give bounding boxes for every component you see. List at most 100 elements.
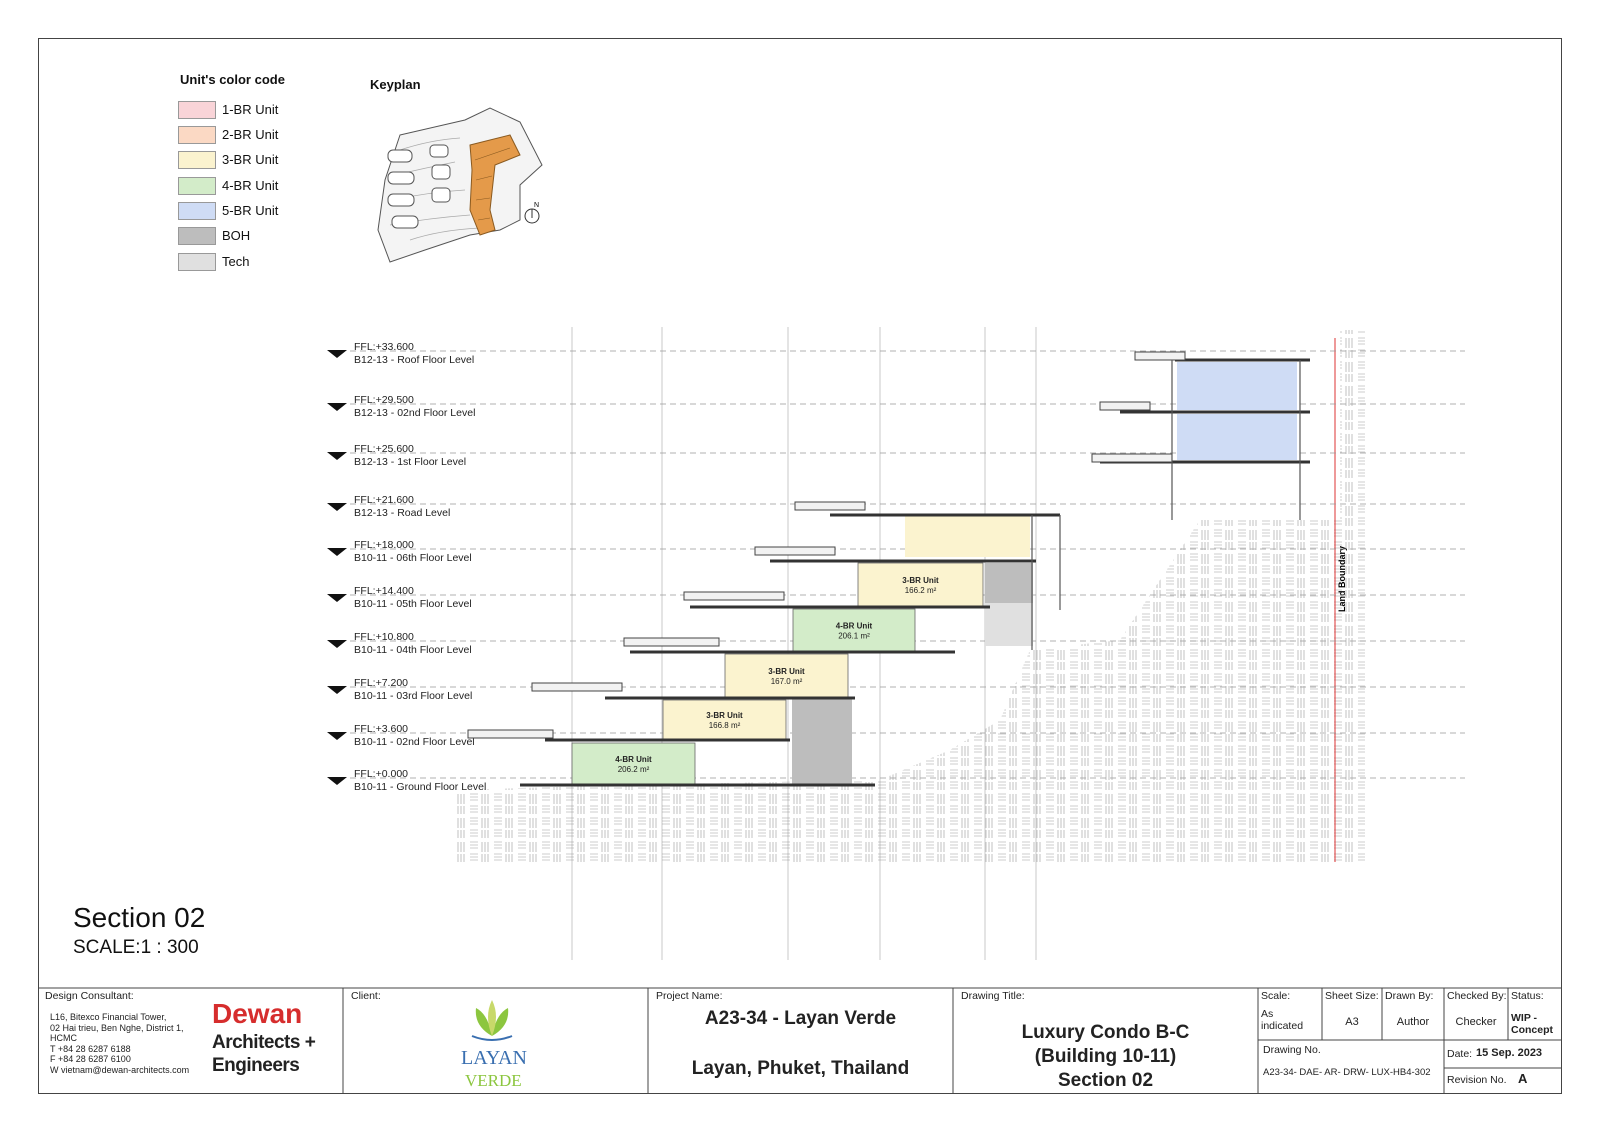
level-name: B10-11 - 03rd Floor Level xyxy=(354,690,472,702)
tech-area xyxy=(985,603,1033,646)
level-name: B12-13 - 1st Floor Level xyxy=(354,456,466,468)
level-ffl: FFL:+10.800 xyxy=(354,631,414,643)
legend-label: Tech xyxy=(222,254,250,269)
unit-fill xyxy=(571,742,696,786)
drawing-title-line-3: Section 02 xyxy=(1057,1070,1154,1091)
level-ffl: FFL:+21.600 xyxy=(354,494,414,506)
project-name-label: Project Name: xyxy=(656,990,723,1002)
level-name: B10-11 - 05th Floor Level xyxy=(354,598,472,610)
date-label: Date: xyxy=(1447,1048,1473,1060)
revision-value: A xyxy=(1518,1071,1528,1086)
balcony-canopies xyxy=(467,351,1186,739)
legend-swatch xyxy=(178,101,216,119)
address-line-2: 02 Hai trieu, Ben Nghe, District 1, xyxy=(50,1022,184,1033)
level-triangle-icon xyxy=(327,548,347,556)
boh-area xyxy=(792,698,852,785)
level-triangle-icon xyxy=(327,403,347,411)
level-name: B10-11 - 06th Floor Level xyxy=(354,552,472,564)
level-triangle-icon xyxy=(327,640,347,648)
floor-slabs xyxy=(520,358,1310,787)
revision-label: Revision No. xyxy=(1447,1074,1507,1086)
drawing-title-line-2: (Building 10-11) xyxy=(1034,1046,1177,1067)
level-triangle-icon xyxy=(327,452,347,460)
5br-unit-upper xyxy=(1177,362,1297,410)
unit-area: 167.0 m² xyxy=(771,677,803,686)
legend-item: 1-BR Unit xyxy=(178,101,318,120)
drawing-title-label: Drawing Title: xyxy=(961,990,1025,1002)
columns xyxy=(1031,360,1301,650)
dewan-logo: Dewan xyxy=(212,998,303,1029)
drawing-no-value: A23-34- DAE- AR- DRW- LUX-HB4-302 xyxy=(1263,1067,1431,1078)
legend-label: 1-BR Unit xyxy=(222,102,279,117)
legend-swatch xyxy=(178,151,216,169)
level-name: B10-11 - 02nd Floor Level xyxy=(354,736,475,748)
level-ffl: FFL:+29.500 xyxy=(354,394,414,406)
sheet-size-label: Sheet Size: xyxy=(1325,990,1379,1002)
ground-hatch xyxy=(455,330,1365,862)
north-arrow-label: N xyxy=(534,202,539,209)
drawing-sheet-border xyxy=(38,38,1562,1094)
5br-unit-lower xyxy=(1177,414,1297,460)
dewan-logo-line2: Architects + xyxy=(212,1032,316,1053)
unit-area: 206.2 m² xyxy=(618,765,650,774)
unit-type: 4-BR Unit xyxy=(836,622,873,631)
legend-item: 5-BR Unit xyxy=(178,202,318,221)
level-name: B10-11 - 04th Floor Level xyxy=(354,644,472,656)
address-line-3: HCMC xyxy=(50,1033,77,1043)
level-ffl: FFL:+0.000 xyxy=(354,768,408,780)
unit-area: 206.1 m² xyxy=(838,632,870,641)
client-logo-text-2: VERDE xyxy=(465,1071,522,1090)
scale-label: Scale: xyxy=(1261,990,1291,1002)
section-scale: SCALE:1 : 300 xyxy=(73,937,199,958)
legend-item: 3-BR Unit xyxy=(178,151,318,170)
sheet-size-value: A3 xyxy=(1345,1016,1359,1028)
address-line-1: L16, Bitexco Financial Tower, xyxy=(50,1012,167,1022)
legend-swatch xyxy=(178,177,216,195)
checked-by-value: Checker xyxy=(1455,1016,1497,1028)
level-triangle-icon xyxy=(327,350,347,358)
drawing-no-label: Drawing No. xyxy=(1263,1044,1321,1056)
legend-label: 4-BR Unit xyxy=(222,178,279,193)
legend-item: 4-BR Unit xyxy=(178,177,318,196)
dewan-logo-line3: Engineers xyxy=(212,1055,300,1076)
consultant-address: L16, Bitexco Financial Tower, 02 Hai tri… xyxy=(50,1012,189,1075)
unit-fill xyxy=(724,653,849,699)
phone-f: F +84 28 6287 6100 xyxy=(50,1054,131,1064)
level-ffl: FFL:+25.600 xyxy=(354,443,414,455)
unit-type: 3-BR Unit xyxy=(768,667,805,676)
legend-label: BOH xyxy=(222,228,251,243)
legend-item: Tech xyxy=(178,253,318,272)
phone-t: T +84 28 6287 6188 xyxy=(50,1043,131,1054)
project-name: A23-34 - Layan Verde xyxy=(704,1008,897,1029)
level-ffl: FFL:+14.400 xyxy=(354,585,414,597)
level-triangle-icon xyxy=(327,732,347,740)
unit-type: 3-BR Unit xyxy=(902,576,939,585)
status-value: WIP - Concept xyxy=(1511,1012,1553,1036)
web-contact: W vietnam@dewan-architects.com xyxy=(50,1064,190,1075)
legend-title: Unit's color code xyxy=(180,72,285,87)
unit-area: 166.2 m² xyxy=(905,586,937,595)
legend-swatch xyxy=(178,126,216,144)
legend-label: 2-BR Unit xyxy=(222,127,279,142)
legend-item: BOH xyxy=(178,227,318,246)
client-lotus-logo xyxy=(471,1000,513,1041)
level-name: B12-13 - Roof Floor Level xyxy=(354,354,474,366)
unit-type: 3-BR Unit xyxy=(706,711,743,720)
boh-area-upper xyxy=(985,563,1033,603)
date-value: 15 Sep. 2023 xyxy=(1476,1047,1543,1059)
keyplan-map: N xyxy=(377,107,543,263)
drawing-title-line-1: Luxury Condo B-C xyxy=(1021,1022,1190,1043)
client-label: Client: xyxy=(351,990,381,1002)
level-ffl: FFL:+7.200 xyxy=(354,677,408,689)
keyplan-title: Keyplan xyxy=(370,77,421,92)
level-ffl: FFL:+18.000 xyxy=(354,539,414,551)
